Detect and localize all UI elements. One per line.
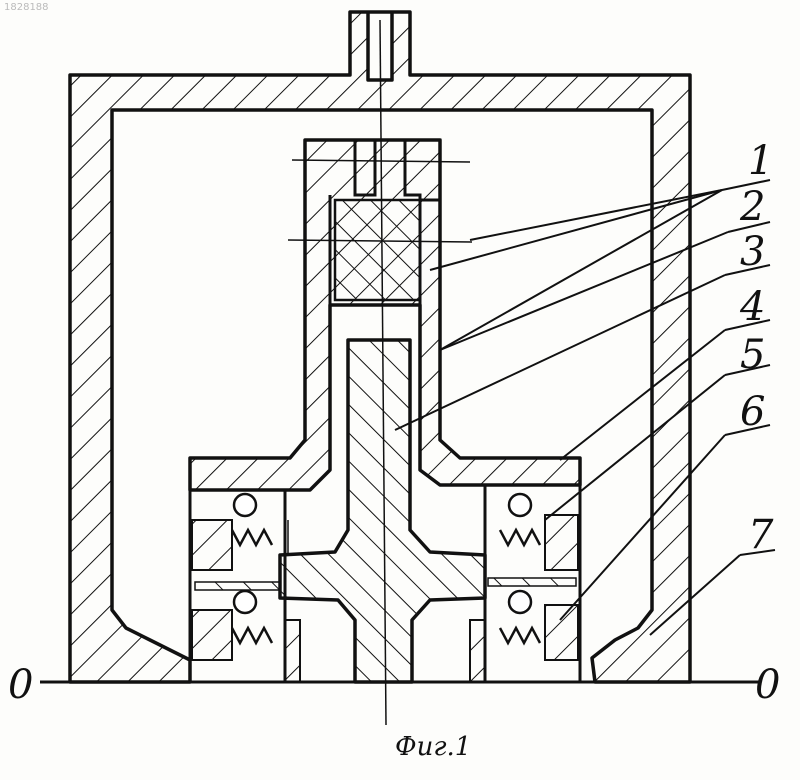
- callout-4: 4: [739, 284, 765, 330]
- callout-1: 1: [748, 138, 773, 184]
- left-bearing-assembly: [190, 490, 300, 682]
- figure-caption: Фиг.1: [395, 732, 471, 762]
- callout-5: 5: [740, 332, 765, 378]
- source-id: 1828188: [4, 2, 49, 13]
- callout-7: 7: [748, 512, 774, 558]
- right-bearing-assembly: [470, 485, 580, 682]
- axis-label-right: 0: [755, 662, 780, 708]
- axis-label-left: 0: [8, 662, 33, 708]
- callout-2: 2: [739, 184, 765, 230]
- top-insert-core: [335, 200, 420, 300]
- callout-3: 3: [740, 229, 765, 275]
- callout-6: 6: [740, 389, 765, 435]
